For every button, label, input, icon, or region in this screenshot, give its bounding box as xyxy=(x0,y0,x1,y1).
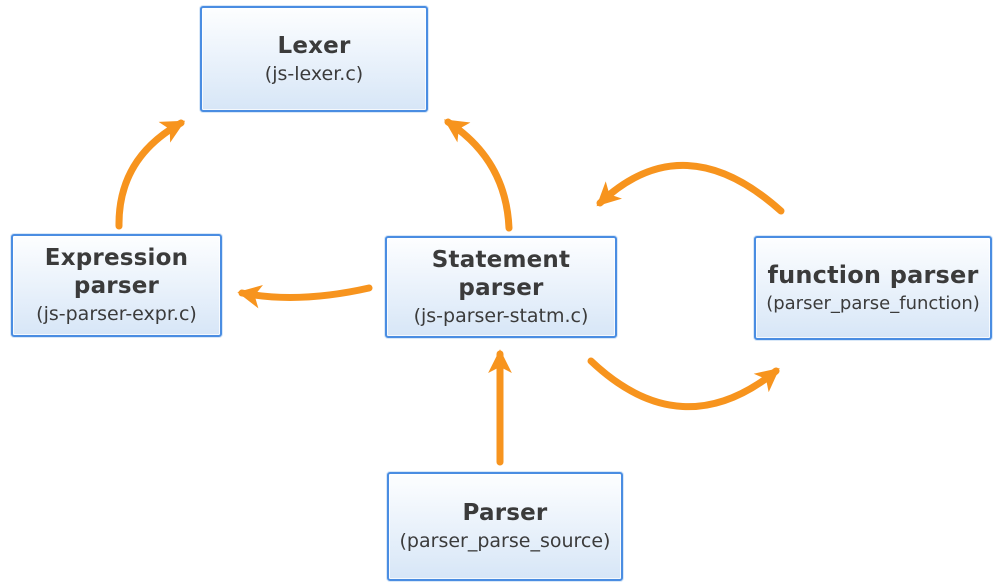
node-expression-parser-subtitle: (js-parser-expr.c) xyxy=(36,303,197,326)
node-function-parser-title: function parser xyxy=(767,260,979,289)
node-parser: Parser (parser_parse_source) xyxy=(387,472,623,581)
node-parser-title: Parser xyxy=(462,500,548,527)
node-function-parser: function parser (parser_parse_function) xyxy=(754,236,992,340)
node-statement-parser-subtitle: (js-parser-statm.c) xyxy=(413,304,589,327)
node-expression-parser-title-line2: parser xyxy=(73,273,160,300)
node-lexer-subtitle: (js-lexer.c) xyxy=(264,62,364,85)
node-parser-subtitle: (parser_parse_source) xyxy=(399,530,611,553)
node-lexer-title: Lexer xyxy=(277,32,351,59)
node-statement-parser: Statement parser (js-parser-statm.c) xyxy=(385,236,617,338)
arrow-function-parser-to-statement-parser xyxy=(596,161,785,215)
arrow-statement-parser-to-lexer xyxy=(444,118,513,232)
arrow-expression-parser-to-lexer xyxy=(115,119,186,230)
node-expression-parser: Expression parser (js-parser-expr.c) xyxy=(11,234,222,337)
arrow-statement-parser-to-function-parser xyxy=(587,357,780,410)
node-statement-parser-title-line2: parser xyxy=(458,274,544,301)
arrow-statement-parser-to-expression-parser xyxy=(237,284,373,309)
node-function-parser-subtitle: (parser_parse_function) xyxy=(766,292,980,314)
node-lexer: Lexer (js-lexer.c) xyxy=(200,6,428,112)
node-statement-parser-title: Statement xyxy=(431,246,571,273)
node-expression-parser-title: Expression xyxy=(44,245,189,272)
